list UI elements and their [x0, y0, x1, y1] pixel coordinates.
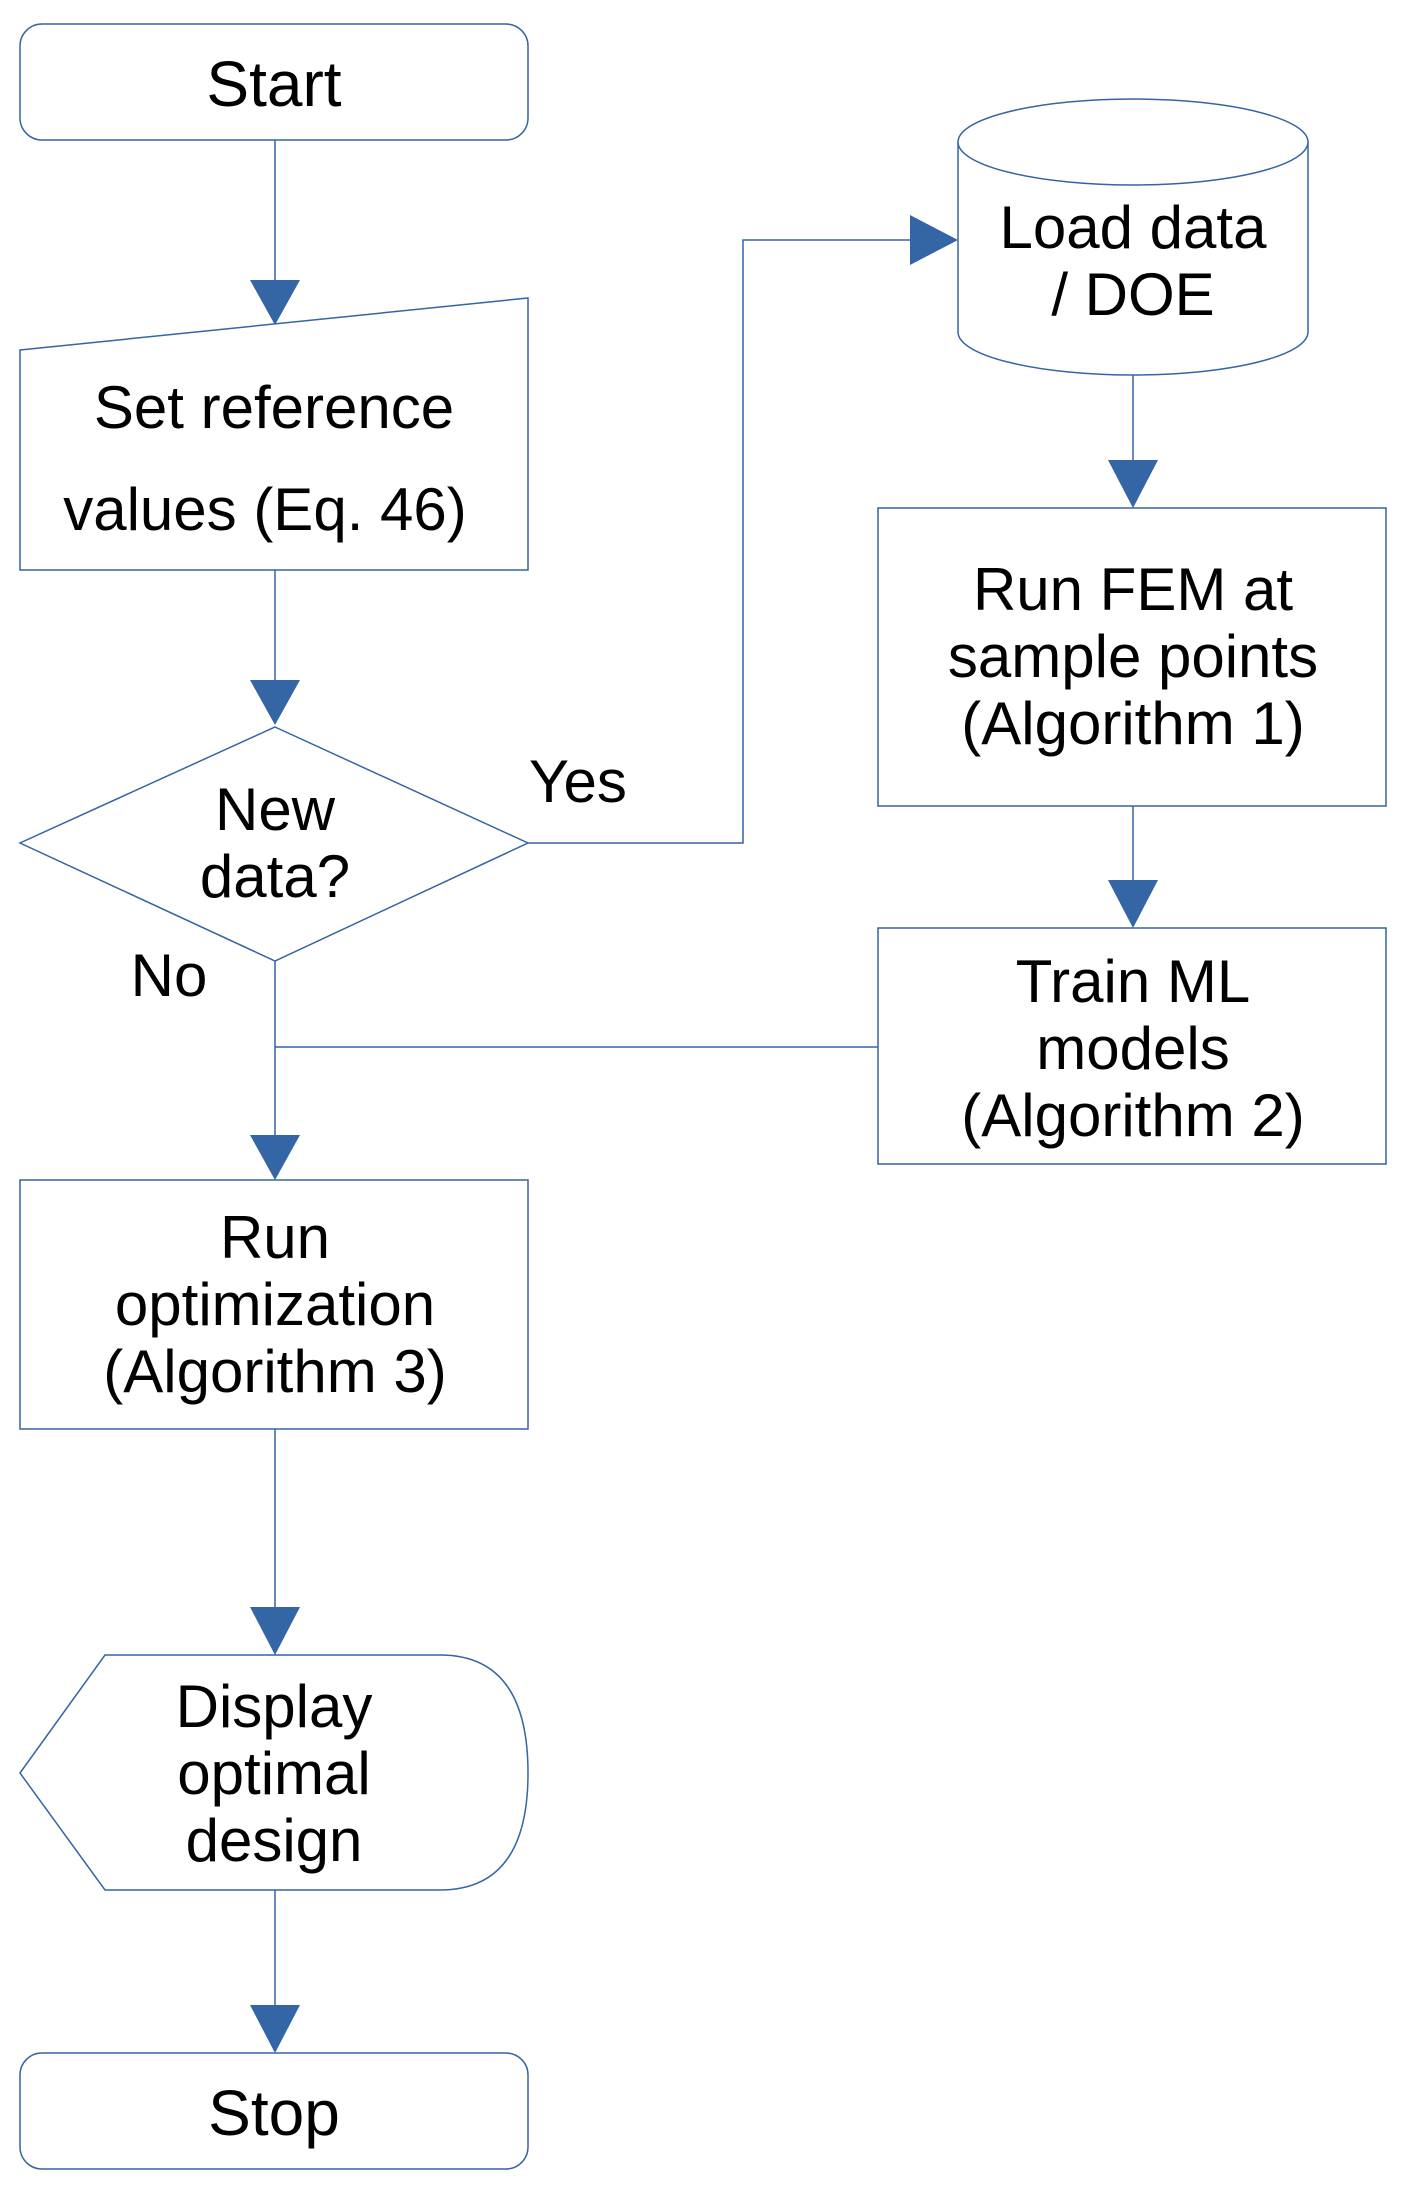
set-reference-input: Set reference values (Eq. 46)	[19, 297, 529, 571]
run-opt-line1: Run	[220, 1204, 330, 1271]
decision-line2: data?	[200, 843, 350, 910]
start-label: Start	[206, 48, 341, 120]
run-opt-line2: optimization	[115, 1271, 435, 1338]
decision-line1: New	[215, 776, 336, 843]
start-terminator: Start	[19, 23, 529, 141]
run-fem-line2: sample points	[948, 623, 1318, 690]
run-fem-line3: (Algorithm 1)	[961, 690, 1304, 757]
train-ml-line2: models	[1036, 1015, 1229, 1082]
load-data-line1: Load data	[1000, 194, 1268, 261]
load-data-cylinder: Load data / DOE	[957, 98, 1309, 376]
arrowhead-into-load-data	[910, 215, 958, 265]
run-fem-process: Run FEM at sample points (Algorithm 1)	[877, 507, 1387, 807]
arrowhead-into-display	[250, 1607, 300, 1655]
display-output: Display optimal design	[19, 1654, 529, 1891]
arrowhead-into-optimization	[250, 1135, 300, 1180]
connectors	[250, 140, 1158, 2053]
run-opt-line3: (Algorithm 3)	[103, 1338, 446, 1405]
train-ml-line1: Train ML	[1016, 948, 1251, 1015]
set-reference-line1: Set reference	[94, 374, 454, 441]
stop-terminator: Stop	[19, 2052, 529, 2170]
arrowhead-into-train	[1108, 880, 1158, 928]
train-ml-process: Train ML models (Algorithm 2)	[877, 927, 1387, 1165]
arrowhead-into-stop	[250, 2005, 300, 2053]
arrowhead-into-reference	[250, 280, 300, 325]
run-fem-line1: Run FEM at	[973, 556, 1293, 623]
run-optimization-process: Run optimization (Algorithm 3)	[19, 1179, 529, 1430]
display-line3: design	[186, 1807, 363, 1874]
arrowhead-into-decision	[250, 680, 300, 725]
load-data-line2: / DOE	[1051, 261, 1214, 328]
display-line1: Display	[176, 1673, 373, 1740]
connector-yes-to-load-data	[528, 239, 915, 844]
display-line2: optimal	[177, 1740, 370, 1807]
train-ml-line3: (Algorithm 2)	[961, 1082, 1304, 1149]
arrowhead-into-fem	[1108, 460, 1158, 508]
stop-label: Stop	[208, 2077, 340, 2149]
no-label: No	[131, 942, 208, 1009]
new-data-decision: New data?	[18, 726, 530, 962]
yes-label: Yes	[529, 748, 627, 815]
set-reference-line2: values (Eq. 46)	[63, 476, 467, 543]
